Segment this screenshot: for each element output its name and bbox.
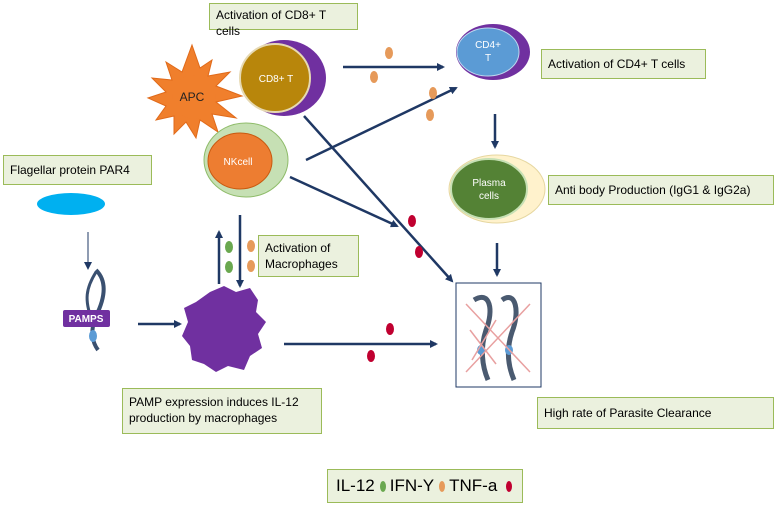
- tnf-dot: [415, 246, 423, 258]
- arrow-cd8-to-clearance: [303, 115, 454, 283]
- pamps-badge: [63, 310, 110, 327]
- tnf-dot: [367, 350, 375, 362]
- cd8-cell: CD8+ T: [239, 40, 326, 116]
- svg-text:Plasma: Plasma: [472, 178, 506, 189]
- pamp-expression-label: PAMP expression induces IL-12 production…: [122, 388, 322, 434]
- ifn-dot: [385, 47, 393, 59]
- legend-il12-swatch: [379, 480, 386, 492]
- arrow-nk-to-cd4: [305, 86, 458, 162]
- apc-label: APC: [180, 90, 205, 104]
- antibody-production-label: Anti body Production (IgG1 & IgG2a): [548, 175, 774, 205]
- legend-ifn-label: IFN-Y: [389, 476, 435, 495]
- ifn-dot: [247, 260, 255, 272]
- macrophage-cell: [182, 286, 266, 372]
- parasite-clearance-image: [455, 282, 542, 388]
- cd4-label-line2: T: [485, 53, 491, 64]
- tnf-dot: [408, 215, 416, 227]
- flagellar-protein-label: Flagellar protein PAR4: [3, 155, 152, 185]
- ifn-dot: [247, 240, 255, 252]
- ifn-dot: [429, 87, 437, 99]
- cytokine-legend: IL-12 IFN-Y TNF-a: [327, 469, 523, 503]
- legend-ifn-swatch: [439, 480, 446, 492]
- tnf-dot: [386, 323, 394, 335]
- parasite-clearance-label: High rate of Parasite Clearance: [537, 397, 774, 429]
- apc-cell: APC: [146, 43, 244, 140]
- flagellar-protein-shape: [37, 193, 105, 215]
- cd8-label: CD8+ T: [259, 74, 294, 85]
- legend-il12-label: IL-12: [336, 476, 375, 495]
- svg-text:cells: cells: [479, 191, 499, 202]
- il12-dot: [225, 241, 233, 253]
- ifn-dot: [426, 109, 434, 121]
- ifn-dot: [370, 71, 378, 83]
- cd8-activation-label: Activation of CD8+ T cells: [209, 3, 358, 38]
- il12-dot: [225, 261, 233, 273]
- arrow-nk-to-clearance: [289, 175, 399, 228]
- cd4-cell: CD4+ T: [456, 24, 530, 80]
- cd4-label-line1: CD4+: [475, 40, 501, 51]
- nk-cell: NKcell: [203, 122, 289, 198]
- macrophage-activation-label: Activation of Macrophages: [258, 235, 359, 277]
- cd4-activation-label: Activation of CD4+ T cells: [541, 49, 706, 79]
- plasma-cell: Plasma cells: [448, 154, 546, 224]
- legend-tnf-swatch: [506, 480, 513, 492]
- legend-tnf-label: TNF-a: [449, 476, 498, 495]
- pamps-label: PAMPS: [69, 314, 104, 325]
- nk-label: NKcell: [224, 157, 253, 168]
